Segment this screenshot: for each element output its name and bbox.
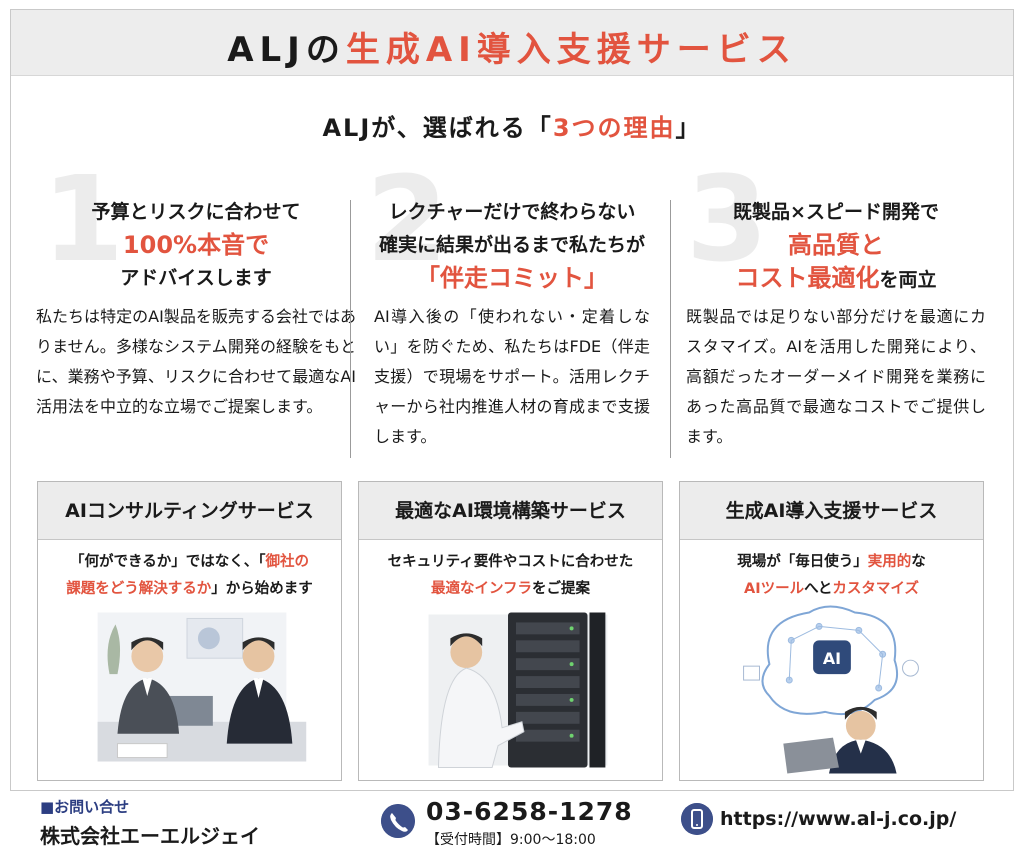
consulting-meeting-illustration: [97, 612, 307, 762]
service-description: 現場が「毎日使う」実用的な AIツールへとカスタマイズ: [737, 554, 926, 597]
reasons-heading: ALJが、選ばれる「3つの理由」: [322, 114, 702, 142]
company-name: 株式会社エーエルジェイ: [40, 824, 260, 848]
reason-3: 3 既製品×スピード開発で 高品質と コスト最適化を両立 既製品では足りない部分…: [686, 160, 986, 460]
service-description: 「何ができるか」ではなく、「御社の 課題をどう解決するか」から始めます: [66, 554, 313, 597]
service-description: セキュリティ要件やコストに合わせた 最適なインフラをご提案: [387, 554, 634, 597]
business-hours: 【受付時間】9:00〜18:00: [426, 832, 596, 848]
reason-body: AI導入後の「使われない・定着しない」を防ぐため、私たちはFDE（伴走支援）で現…: [374, 307, 650, 446]
reason-number: 3: [686, 150, 769, 288]
server-rack-illustration: [428, 612, 608, 768]
service-card-consulting: AIコンサルティングサービス 「何ができるか」ではなく、「御社の 課題をどう解決…: [37, 481, 342, 781]
reason-heading: 予算とリスクに合わせて 100%本音で アドバイスします: [91, 201, 301, 289]
reason-1: 1 予算とリスクに合わせて 100%本音で アドバイスします 私たちは特定のAI…: [36, 160, 356, 460]
reason-heading: レクチャーだけで終わらない 確実に結果が出るまで私たちが 「伴走コミット」: [378, 201, 645, 292]
divider: [350, 200, 351, 458]
phone-icon: [381, 804, 415, 838]
ai-brain-illustration: AI: [743, 605, 919, 774]
website-link[interactable]: https://www.al-j.co.jp/: [720, 808, 957, 830]
contact-label: ■お問い合せ: [40, 798, 130, 816]
header-band: [11, 10, 1013, 76]
smartphone-icon: [681, 803, 713, 835]
flyer-frame: [10, 9, 1014, 791]
service-title: AIコンサルティングサービス: [38, 482, 341, 540]
page-title: ALJの生成AI導入支援サービス: [227, 30, 797, 70]
service-card-ai-adoption: 生成AI導入支援サービス 現場が「毎日使う」実用的な AIツールへとカスタマイズ…: [679, 481, 984, 781]
reason-body: 私たちは特定のAI製品を販売する会社ではありません。多様なシステム開発の経験をも…: [36, 307, 356, 416]
reason-heading: 既製品×スピード開発で 高品質と コスト最適化を両立: [733, 201, 939, 292]
divider: [670, 200, 671, 458]
service-card-infrastructure: 最適なAI環境構築サービス セキュリティ要件やコストに合わせた 最適なインフラを…: [358, 481, 663, 781]
reason-number: 1: [42, 150, 125, 288]
phone-number[interactable]: 03-6258-1278: [426, 797, 633, 826]
reason-2: 2 レクチャーだけで終わらない 確実に結果が出るまで私たちが 「伴走コミット」 …: [360, 160, 664, 460]
reason-body: 既製品では足りない部分だけを最適にカスタマイズ。AIを活用した開発により、高額だ…: [686, 307, 986, 446]
service-title: 生成AI導入支援サービス: [680, 482, 983, 540]
ai-badge: AI: [823, 649, 841, 668]
reason-number: 2: [366, 150, 449, 288]
service-title: 最適なAI環境構築サービス: [359, 482, 662, 540]
